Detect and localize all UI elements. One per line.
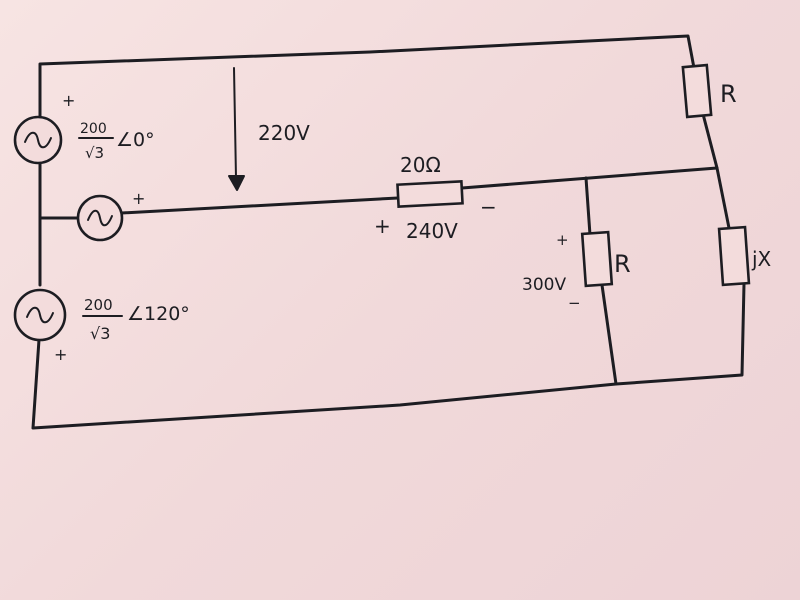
source-bottom — [13, 288, 67, 342]
bottom-wire — [31, 282, 746, 430]
shunt-wire-bottom — [600, 283, 618, 386]
series-voltage-label: 240V — [406, 219, 458, 243]
shunt-wire-top — [584, 176, 592, 237]
source-top-magnitude-den: √3 — [85, 144, 104, 162]
top-wire — [38, 34, 696, 122]
sine-icon — [87, 209, 113, 227]
source-bottom-magnitude-num: 200 — [84, 296, 113, 314]
source-middle — [76, 194, 124, 242]
source-top-angle: ∠0° — [116, 129, 155, 151]
right-resistor-label: R — [720, 80, 737, 108]
right-wire-upper — [701, 112, 731, 230]
shunt-resistor-label: R — [614, 250, 631, 278]
arrow-head-icon — [228, 175, 245, 191]
right-resistor — [681, 63, 713, 119]
shunt-resistor — [580, 230, 614, 288]
source-top-label: + 200 √3 ∠0° — [62, 91, 155, 162]
voltage-arrow-220 — [228, 67, 245, 191]
middle-wire-right — [460, 166, 719, 190]
series-plus: + — [374, 214, 391, 238]
source-bottom-plus: + — [54, 345, 67, 364]
source-top — [13, 115, 63, 165]
wires — [31, 34, 746, 430]
middle-wire-left — [120, 196, 400, 215]
series-minus: − — [480, 195, 497, 219]
reactance-element — [717, 225, 751, 287]
shunt-plus: + — [556, 231, 569, 249]
series-resistor-20-ohm — [396, 179, 464, 209]
sine-icon — [24, 131, 52, 149]
source-top-plus: + — [62, 91, 75, 110]
arrow-shaft — [233, 67, 237, 179]
source-middle-plus: + — [132, 189, 145, 208]
source-bottom-label: 200 √3 ∠120° + — [54, 296, 190, 364]
source-bottom-magnitude-den: √3 — [90, 324, 110, 343]
series-resistor-label: 20Ω — [400, 153, 441, 177]
source-top-magnitude-num: 200 — [80, 121, 107, 137]
voltage-arrow-label: 220V — [258, 121, 310, 145]
sine-icon — [26, 306, 54, 324]
shunt-voltage-label: 300V — [522, 275, 566, 295]
shunt-minus: − — [568, 294, 581, 312]
source-bottom-angle: ∠120° — [127, 303, 190, 325]
reactance-label: jX — [751, 247, 772, 271]
